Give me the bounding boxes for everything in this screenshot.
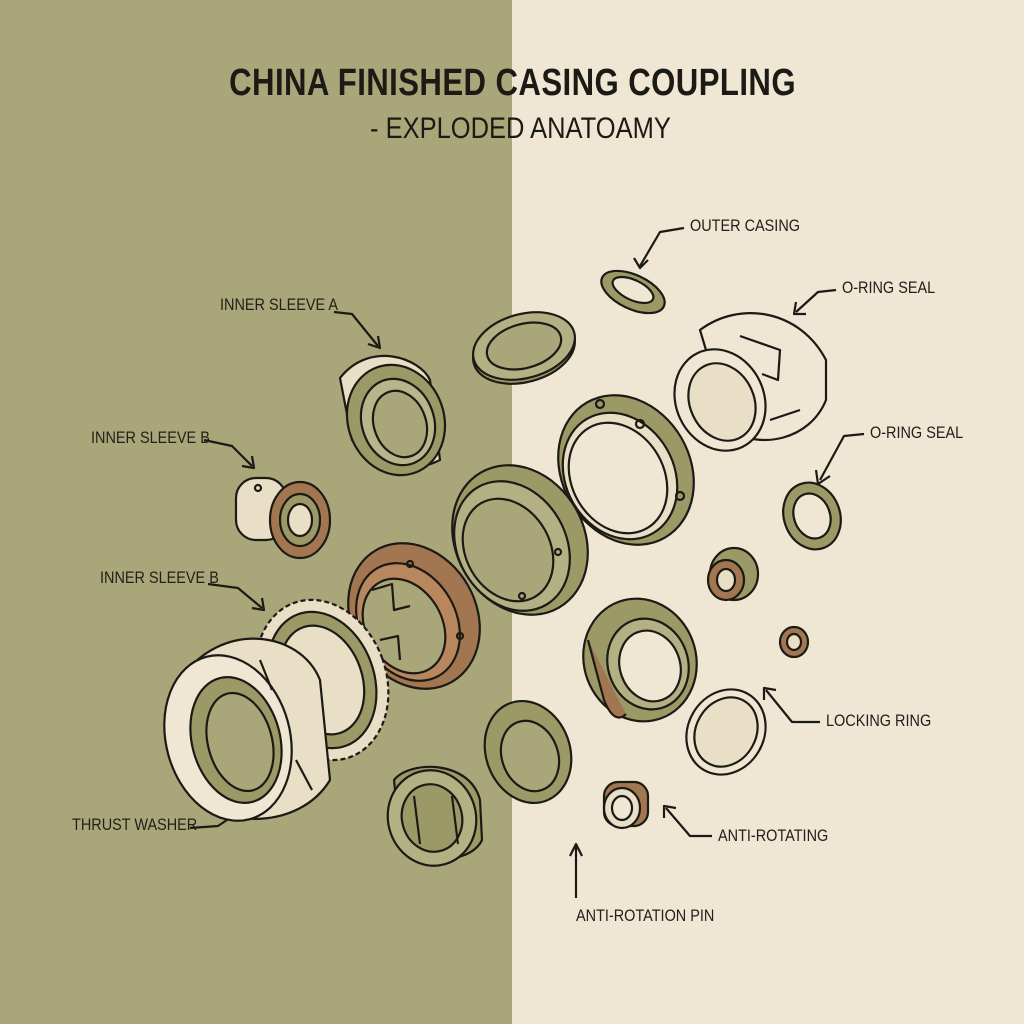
leader-o-ring-seal-2 — [814, 432, 865, 486]
o-ring-seal-housing — [673, 312, 828, 452]
leader-locking-ring — [762, 686, 820, 724]
inner-sleeve-a — [338, 354, 447, 477]
page-subtitle: - EXPLODED ANATOAMY — [370, 112, 671, 145]
label-o-ring-seal-1: O-RING SEAL — [842, 278, 936, 297]
label-thrust-washer: THRUST WASHER — [72, 815, 198, 834]
rust-olive-sleeve — [582, 597, 698, 723]
label-anti-rotation-pin: ANTI-ROTATION PIN — [576, 906, 715, 925]
anti-rotating-bushing — [602, 780, 650, 830]
inner-sleeve-b-small — [234, 476, 332, 560]
label-inner-sleeve-b-2: INNER SLEEVE B — [100, 568, 219, 587]
label-anti-rotating: ANTI-ROTATING — [718, 826, 829, 845]
leader-inner-sleeve-b-1 — [203, 438, 256, 470]
leader-inner-sleeve-b-2 — [207, 582, 266, 612]
leader-inner-sleeve-a — [333, 310, 382, 350]
leader-anti-rotating — [662, 804, 712, 838]
sleeve-ring-holed — [557, 394, 695, 546]
tiny-bushing — [778, 625, 810, 659]
leader-outer-casing — [633, 226, 685, 270]
label-outer-casing: OUTER CASING — [690, 216, 800, 235]
page-title: CHINA FINISHED CASING COUPLING — [229, 62, 796, 104]
small-nut — [706, 546, 760, 602]
rust-notched-ring — [347, 542, 481, 690]
locking-ring — [685, 688, 767, 776]
label-inner-sleeve-a: INNER SLEEVE A — [220, 295, 339, 314]
top-ring — [471, 311, 577, 385]
leader-o-ring-seal-1 — [792, 288, 837, 316]
outer-casing-ring — [600, 269, 666, 315]
center-olive-sleeve — [451, 464, 589, 616]
label-inner-sleeve-b-1: INNER SLEEVE B — [91, 428, 210, 447]
leader-anti-rotation-pin — [569, 842, 583, 898]
label-o-ring-seal-2: O-RING SEAL — [870, 423, 964, 442]
o-ring-seal-small — [782, 481, 842, 551]
anti-rotation-spool — [386, 765, 484, 867]
lower-center-ring — [483, 699, 573, 805]
label-locking-ring: LOCKING RING — [826, 711, 932, 730]
thrust-washer — [163, 637, 332, 822]
